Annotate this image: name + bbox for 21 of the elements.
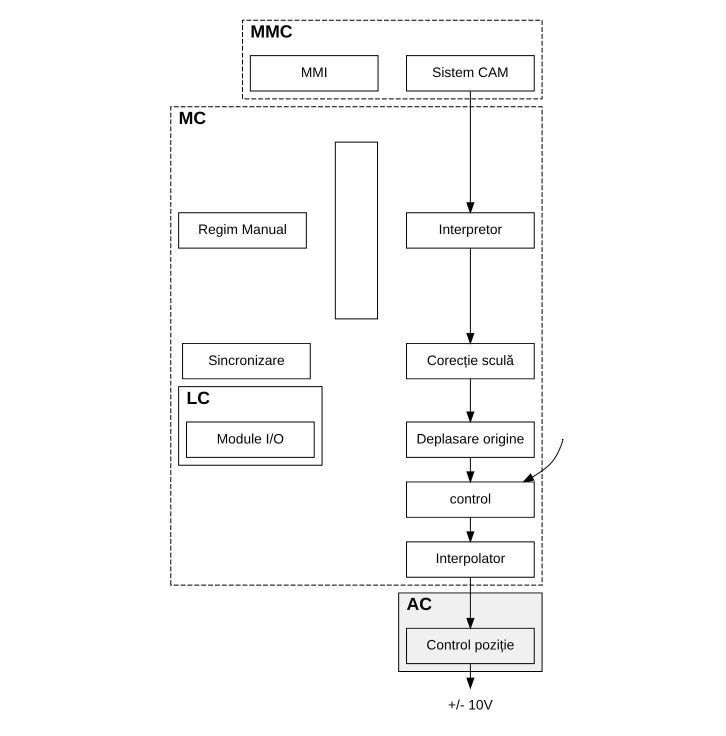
node-box: Deplasare origine [406,422,535,458]
node-text: +/- 10V [448,698,493,713]
node-box: Control poziție [406,628,535,664]
arrow [466,248,475,345]
node-box: control [406,481,535,518]
node-box: Sincronizare [182,342,311,380]
node-box: MMI [250,55,379,92]
node-box: Sistem CAM [406,55,535,92]
arrow [466,456,475,484]
node-box: Corecție sculă [406,342,535,380]
arrow [466,378,475,424]
arrow [466,516,475,544]
node-box: Interpolator [406,541,535,578]
arrow [466,663,475,690]
node-box: Interpretor [406,212,535,249]
node-box: Regim Manual [178,212,307,249]
node-bar [334,142,378,320]
arrow [466,90,475,214]
arrow [522,440,564,482]
node-box: Module I/O [186,422,315,458]
arrow [466,577,475,630]
